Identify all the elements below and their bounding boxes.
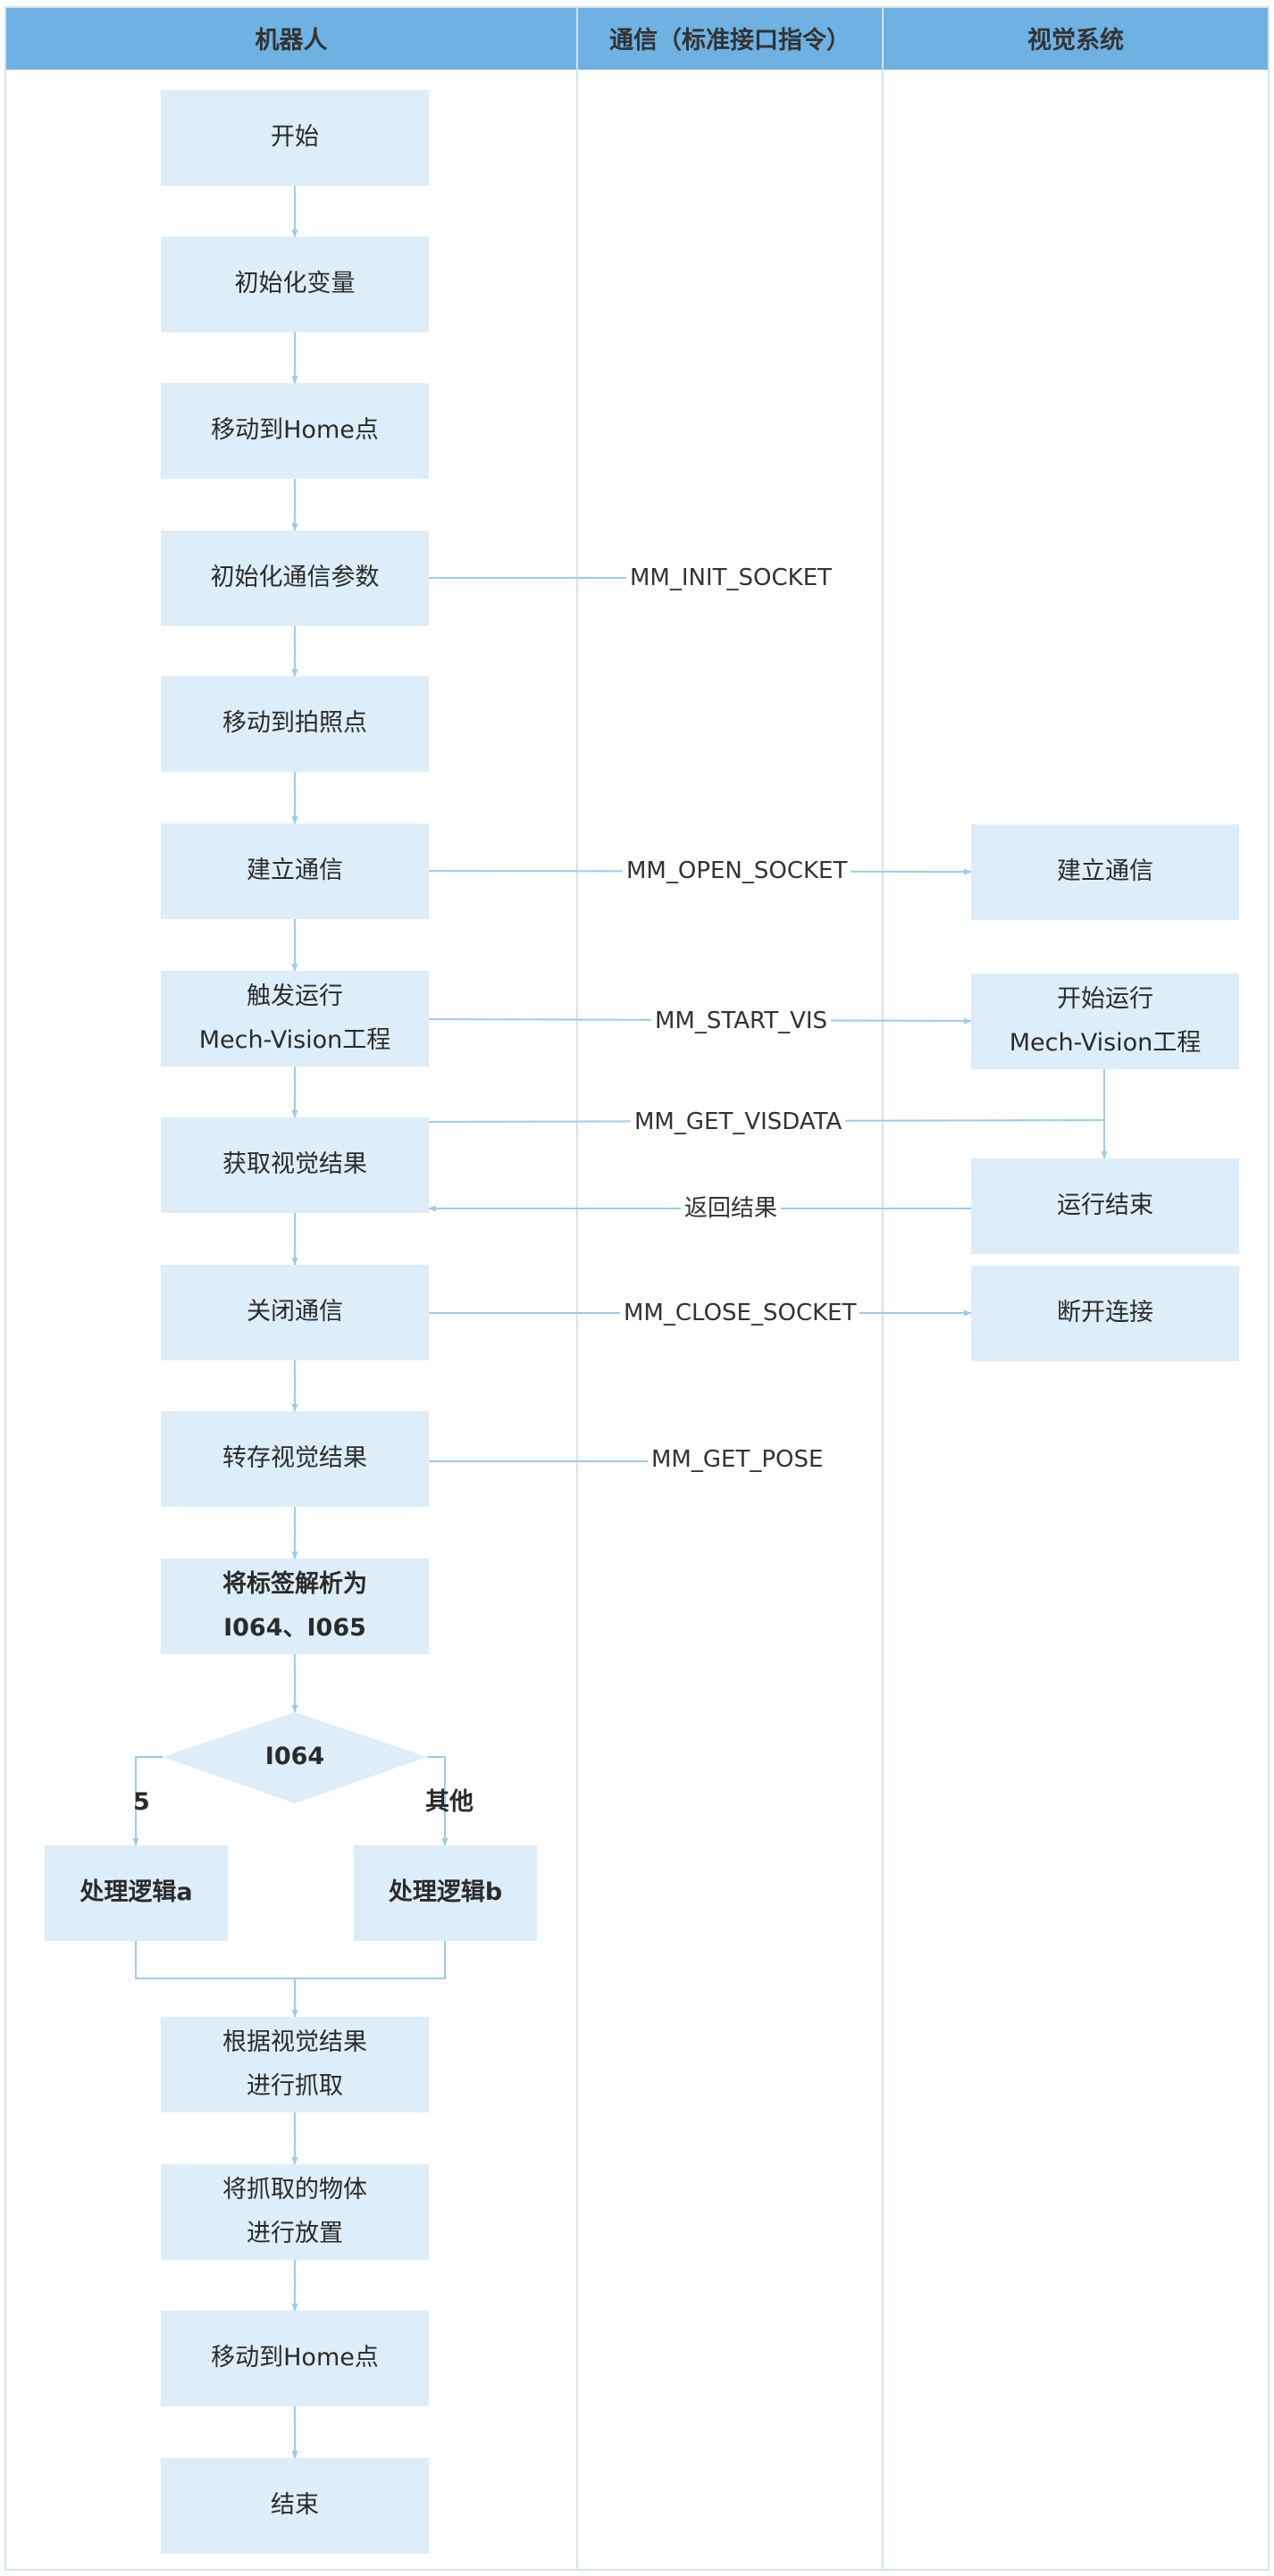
step-trigger-run: 触发运行 Mech-Vision工程 — [161, 971, 429, 1066]
step-init-communication: 初始化通信参数 — [161, 531, 429, 626]
lane-header-vision-system: 视觉系统 — [884, 6, 1268, 70]
step-save-vision-result: 转存视觉结果 — [161, 1411, 429, 1507]
step-pick-line-2: 进行抓取 — [247, 2071, 343, 2100]
step-save-vision-result-line-1: 转存视觉结果 — [222, 1444, 367, 1473]
step-place-line-2: 进行放置 — [247, 2219, 343, 2247]
step-logic-a: 处理逻辑a — [45, 1845, 228, 1941]
branch-label-5: 5 — [133, 1788, 150, 1816]
step-place-line-1: 将抓取的物体 — [222, 2175, 367, 2204]
step-move-home-final-line-1: 移动到Home点 — [211, 2344, 379, 2372]
step-init-communication-line-1: 初始化通信参数 — [210, 564, 380, 592]
vision-start-run-line-2: Mech-Vision工程 — [1009, 1028, 1202, 1057]
step-logic-b: 处理逻辑b — [354, 1845, 537, 1941]
decision-label: I064 — [264, 1743, 325, 1770]
step-pick-line-1: 根据视觉结果 — [222, 2028, 367, 2056]
lane-divider-1 — [576, 6, 578, 2571]
step-establish-communication-line-1: 建立通信 — [247, 857, 343, 885]
command-mm-init-socket: MM_INIT_SOCKET — [626, 562, 836, 594]
step-move-photo-point-line-1: 移动到拍照点 — [222, 709, 367, 738]
vision-disconnect: 断开连接 — [971, 1266, 1239, 1361]
step-close-communication-line-1: 关闭通信 — [247, 1298, 343, 1326]
step-parse-labels-line-2: I064、I065 — [223, 1613, 366, 1642]
vision-run-end: 运行结束 — [971, 1158, 1239, 1254]
step-move-home-final: 移动到Home点 — [161, 2311, 429, 2406]
step-place: 将抓取的物体 进行放置 — [161, 2164, 429, 2260]
command-mm-get-pose: MM_GET_POSE — [648, 1443, 827, 1476]
step-pick: 根据视觉结果 进行抓取 — [161, 2017, 429, 2112]
step-get-vision-result-line-1: 获取视觉结果 — [222, 1150, 367, 1179]
vision-start-run-line-1: 开始运行 — [1057, 984, 1153, 1013]
step-init-variables-line-1: 初始化变量 — [234, 270, 356, 298]
step-close-communication: 关闭通信 — [161, 1265, 429, 1360]
step-parse-labels-line-1: 将标签解析为 — [222, 1569, 367, 1598]
step-start: 开始 — [161, 90, 429, 186]
step-start-line-1: 开始 — [271, 123, 319, 152]
label-return-result: 返回结果 — [681, 1192, 782, 1225]
step-trigger-run-line-1: 触发运行 — [247, 982, 343, 1010]
lane-header-communication: 通信（标准接口指令） — [578, 6, 882, 70]
lane-divider-2 — [882, 6, 884, 2571]
step-end-line-1: 结束 — [271, 2491, 319, 2520]
vision-establish-communication-line-1: 建立通信 — [1057, 857, 1153, 886]
vision-start-run: 开始运行 Mech-Vision工程 — [971, 974, 1239, 1069]
step-move-home-line-1: 移动到Home点 — [211, 416, 379, 445]
step-logic-b-line-1: 处理逻辑b — [388, 1878, 503, 1907]
branch-line-other — [427, 1756, 448, 1846]
step-init-variables: 初始化变量 — [161, 237, 429, 332]
command-mm-open-socket: MM_OPEN_SOCKET — [623, 855, 851, 887]
command-mm-close-socket: MM_CLOSE_SOCKET — [620, 1297, 860, 1329]
vision-run-end-line-1: 运行结束 — [1057, 1192, 1153, 1220]
decision-diamond — [163, 1712, 427, 1803]
vision-establish-communication: 建立通信 — [971, 824, 1239, 920]
lane-header-robot: 机器人 — [6, 6, 576, 70]
step-parse-labels: 将标签解析为 I064、I065 — [161, 1559, 429, 1654]
step-move-photo-point: 移动到拍照点 — [161, 676, 429, 772]
branch-line-5 — [132, 1756, 163, 1846]
step-get-vision-result: 获取视觉结果 — [161, 1117, 429, 1213]
command-mm-start-vis: MM_START_VIS — [651, 1005, 832, 1037]
vision-disconnect-line-1: 断开连接 — [1057, 1299, 1153, 1327]
command-mm-get-visdata: MM_GET_VISDATA — [631, 1106, 846, 1138]
step-move-home: 移动到Home点 — [161, 383, 429, 479]
step-logic-a-line-1: 处理逻辑a — [80, 1878, 193, 1907]
branch-label-other: 其他 — [425, 1788, 474, 1816]
merge-line — [135, 1941, 446, 1979]
step-establish-communication: 建立通信 — [161, 824, 429, 919]
step-end: 结束 — [161, 2458, 429, 2554]
step-trigger-run-line-2: Mech-Vision工程 — [198, 1025, 391, 1054]
